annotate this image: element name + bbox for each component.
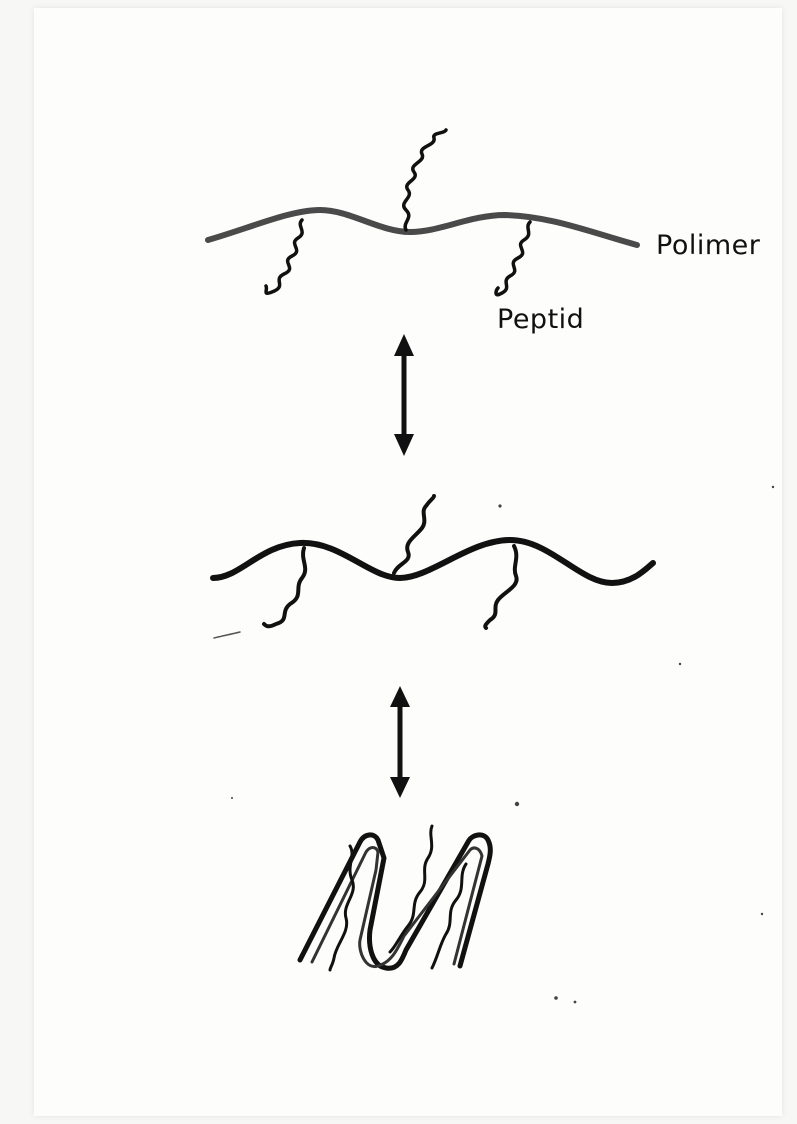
polymer-folded-outer [300, 835, 490, 968]
peptide-chain-2 [404, 130, 446, 230]
double-arrow-2 [390, 686, 410, 798]
peptide-chain-1 [266, 220, 302, 293]
polymer-backbone-extended [208, 210, 637, 245]
double-arrow-1 [394, 334, 414, 456]
peptide-chain-8 [390, 826, 432, 952]
peptide-chain-3 [496, 222, 530, 295]
peptide-chain-6 [485, 546, 516, 628]
polymer-backbone-wavy [213, 540, 653, 583]
peptide-chain-5 [394, 496, 434, 573]
peptide-chain-7 [330, 846, 353, 970]
peptide-label: Peptid [497, 304, 584, 335]
state-folded [300, 826, 490, 970]
scan-specks [231, 486, 774, 1004]
state-wavy [213, 496, 653, 638]
peptide-chain-4 [264, 548, 305, 626]
stray-mark [214, 632, 240, 638]
polymer-label: Polimer [656, 230, 760, 261]
state-extended [208, 130, 637, 295]
